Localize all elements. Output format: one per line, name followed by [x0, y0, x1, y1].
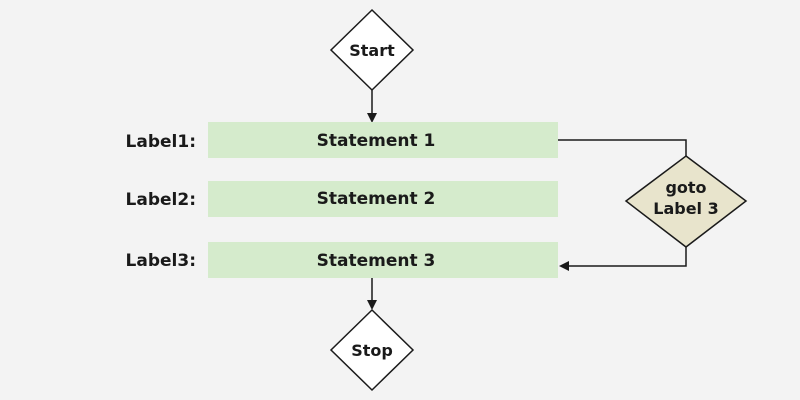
stop-diamond [329, 308, 415, 392]
connector-statement-1-to-goto [558, 139, 687, 156]
goto-decision-node: goto Label 3 [624, 155, 748, 248]
statement-1-rect [208, 122, 558, 158]
goto-label-line-1: goto [665, 178, 706, 197]
row-label-3: Label3: [126, 251, 196, 271]
statement-2-box: Statement 2 [208, 181, 558, 217]
arrow-goto-to-statement-3 [559, 247, 687, 271]
statement-3-rect [208, 242, 558, 278]
stop-node: Stop [329, 308, 415, 392]
statement-3-box: Statement 3 [208, 242, 558, 278]
statement-1-box: Statement 1 [208, 122, 558, 158]
goto-label-line-2: Label 3 [653, 199, 718, 218]
statement-3-text: Statement 3 [317, 251, 436, 271]
row-label-2: Label2: [126, 190, 196, 210]
statement-2-text: Statement 2 [317, 189, 436, 209]
stop-label: Stop [351, 341, 393, 360]
start-label: Start [349, 41, 395, 60]
start-node: Start [329, 8, 415, 92]
label-1-text: Label1: [126, 132, 196, 152]
row-label-1: Label1: [126, 132, 196, 152]
label-2-text: Label2: [126, 190, 196, 210]
statement-2-rect [208, 181, 558, 217]
statement-1-text: Statement 1 [317, 131, 436, 151]
label-3-text: Label3: [126, 251, 196, 271]
